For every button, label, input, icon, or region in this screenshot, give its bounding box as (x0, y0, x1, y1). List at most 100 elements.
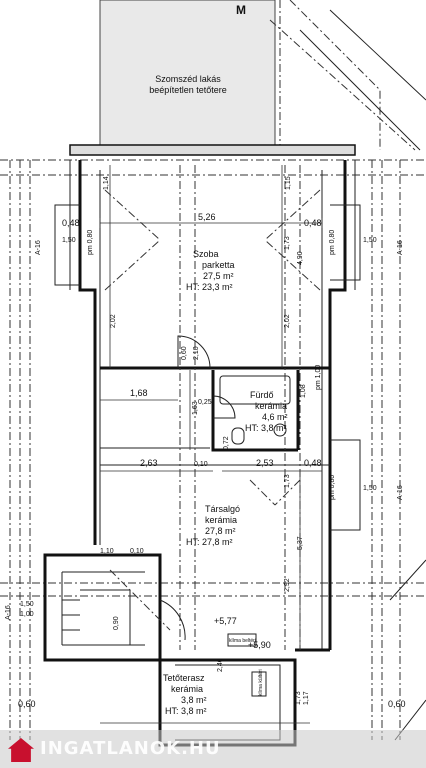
dim-5-37: 5,37 (297, 536, 304, 550)
dim-1-73-a: 1,73 (284, 236, 291, 250)
room-szoba-area: 27,5 m² (203, 271, 234, 281)
partition-living (100, 447, 330, 466)
pm-1-00: pm 1,00 (315, 365, 322, 390)
klima-outdoor-unit (251, 671, 267, 697)
dim-1-63: 1,63 (192, 401, 199, 415)
win-1-50-a: 1,50 (62, 237, 76, 244)
dim-1-14: 1,14 (103, 176, 110, 190)
pm-0-80-a: pm 0,80 (87, 230, 94, 255)
section-a16-right-top: A-16 (397, 240, 404, 255)
stair-0-90: 0,90 (113, 616, 120, 630)
room-furdo-name: Fürdő (250, 390, 274, 400)
exterior-wall-right (328, 160, 347, 650)
exterior-wall-right-inner (321, 160, 356, 650)
dim-2-53: 2,53 (256, 458, 274, 468)
dim-1-17: 1,17 (303, 691, 310, 705)
room-tarsalgo-floor: kerámia (205, 515, 237, 525)
door-0-72: 0,72 (223, 436, 230, 450)
watermark-text: INGATLANOK.HU (40, 738, 221, 759)
rafter-lines (179, 165, 301, 650)
win-1-50-b: 1,50 (363, 237, 377, 244)
dormer-right-upper (330, 204, 361, 281)
neighbor-subtitle: beépítetlen tetőtere (149, 85, 227, 95)
dim-4-90: 4,90 (297, 251, 304, 265)
bathtub (219, 375, 291, 405)
room-szoba-ht: HT: 23,3 m² (186, 282, 233, 292)
dim-2-40: 2,40 (217, 658, 224, 672)
exterior-wall-left (78, 160, 97, 545)
dim-0-48-right: 0,48 (304, 218, 322, 228)
dim-1-68: 1,68 (130, 388, 148, 398)
section-a16-left-low: A-16 (5, 605, 12, 620)
room-furdo-ht: HT: 3,8 m² (245, 423, 287, 433)
toilet (231, 427, 245, 445)
sink (273, 423, 287, 437)
neighbor-title: Szomszéd lakás (155, 74, 221, 84)
dim-0-10-b: 0,10 (130, 548, 144, 555)
room-tarsalgo-ht: HT: 27,8 m² (186, 537, 233, 547)
dim-2-63: 2,63 (140, 458, 158, 468)
hip-diagonals-bedroom (104, 189, 321, 291)
room-tetoterasz-area: 3,8 m² (181, 695, 207, 705)
room-furdo-area: 4,6 m² (262, 412, 288, 422)
dormer-left-upper (54, 204, 80, 286)
pm-0-80-c: pm 0,80 (329, 475, 336, 500)
klima-indoor-label: klíma beltéri (229, 638, 256, 644)
room-tetoterasz-floor: kerámia (171, 684, 203, 694)
top-parapet (69, 144, 356, 156)
door-swing-bath (212, 395, 236, 419)
door-swing-stairs (159, 599, 186, 641)
dim-0-48-left: 0,48 (62, 218, 80, 228)
room-furdo-floor: kerámia (255, 401, 287, 411)
dim-1-15: 1,15 (285, 176, 292, 190)
dim-1-10: 1,10 (100, 548, 114, 555)
win-1-50-c: 1,50 (363, 485, 377, 492)
exterior-wall-left-inner (69, 160, 101, 545)
roof-ridge-top (269, 0, 416, 151)
dim-0-10: 0,10 (194, 461, 208, 468)
neighbor-attic-area (99, 0, 276, 146)
door-0-60: 0,60 (181, 346, 188, 360)
room-tetoterasz-name: Tetőterasz (163, 673, 205, 683)
dim-2-02-left: 2,02 (110, 314, 117, 328)
dim-0-60-right: 0,60 (388, 699, 406, 709)
level-5-77: +5,77 (214, 616, 237, 626)
dim-0-25: 0,25 (198, 399, 212, 406)
door-swing-bedroom (177, 335, 211, 369)
section-a16-right-mid: A-16 (397, 485, 404, 500)
bathroom-walls (211, 370, 300, 452)
room-tarsalgo-name: Társalgó (205, 504, 240, 514)
horizontal-grid-lines (0, 159, 426, 597)
dim-5-26: 5,26 (198, 212, 216, 222)
room-tarsalgo-area: 27,8 m² (205, 526, 236, 536)
roof-diagonal-bottom-right (389, 559, 426, 741)
win-1-50-d: 1,50 (20, 601, 34, 608)
level-5-90: +5,90 (248, 640, 271, 650)
dim-0-60-left: 0,60 (18, 699, 36, 709)
dim-2-92: 2,92 (284, 578, 291, 592)
dim-0-48-lower: 0,48 (304, 458, 322, 468)
dim-line-5-26 (99, 218, 323, 228)
dim-2-02-right: 2,02 (284, 314, 291, 328)
roof-outline-right (371, 160, 401, 740)
pm-0-80-b: pm 0,80 (329, 230, 336, 255)
dim-line-vertical-left (109, 165, 191, 450)
roof-outline-left (9, 160, 31, 740)
section-a16-left-top: A-16 (35, 240, 42, 255)
door-1-08: 1,08 (300, 384, 307, 398)
hip-diagonals-living (109, 479, 301, 631)
room-szoba-name: Szoba (193, 249, 219, 259)
dim-1-73-c: 1,73 (295, 691, 302, 705)
dormer-right-lower (330, 439, 361, 531)
watermark-band (0, 730, 426, 768)
win-1-00: 1,00 (20, 611, 34, 618)
klima-outdoor-label: klíma kültéri (258, 669, 264, 696)
room-szoba-floor: parketta (202, 260, 235, 270)
klima-indoor-unit (227, 633, 257, 647)
section-marker-m: M (236, 3, 246, 17)
room-tetoterasz-ht: HT: 3,8 m² (165, 706, 207, 716)
dim-1-73-b: 1,73 (284, 474, 291, 488)
dim-line-vertical-right (281, 165, 301, 650)
roof-diagonal-top-right (299, 9, 426, 151)
